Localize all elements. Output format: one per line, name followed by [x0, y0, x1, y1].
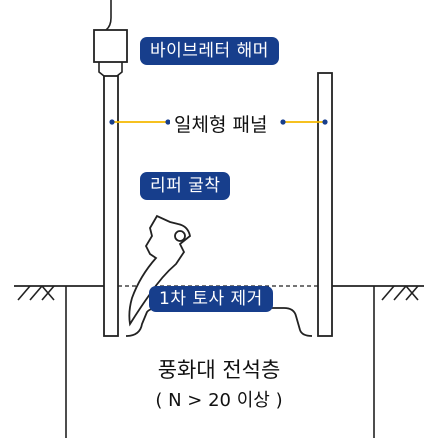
right-panel — [317, 72, 333, 337]
left-panel — [103, 75, 119, 337]
ripper-tool — [128, 214, 191, 327]
panel-leader-dot-left — [165, 119, 171, 125]
panel-leader-dot-right — [280, 119, 286, 125]
ground-hatch-left — [17, 285, 55, 301]
panel-leader-dot-right-end — [322, 119, 328, 125]
vibro-hammer — [93, 29, 128, 63]
ground-hatch-right — [381, 285, 419, 301]
hammer-cable — [105, 0, 112, 31]
n-value-label: ( N > 20 이상 ) — [155, 390, 283, 411]
excavation-profile — [125, 307, 313, 337]
soil-removal-label: 1차 토사 제거 — [149, 286, 273, 312]
rock-layer-label: 풍화대 전석층 — [157, 358, 281, 382]
ripper-excavation-label: 리퍼 굴착 — [140, 172, 231, 200]
integrated-panel-label: 일체형 패널 — [170, 110, 272, 137]
panel-leader-dot-left-end — [109, 119, 115, 125]
vibro-hammer-label: 바이브레터 해머 — [140, 37, 279, 65]
